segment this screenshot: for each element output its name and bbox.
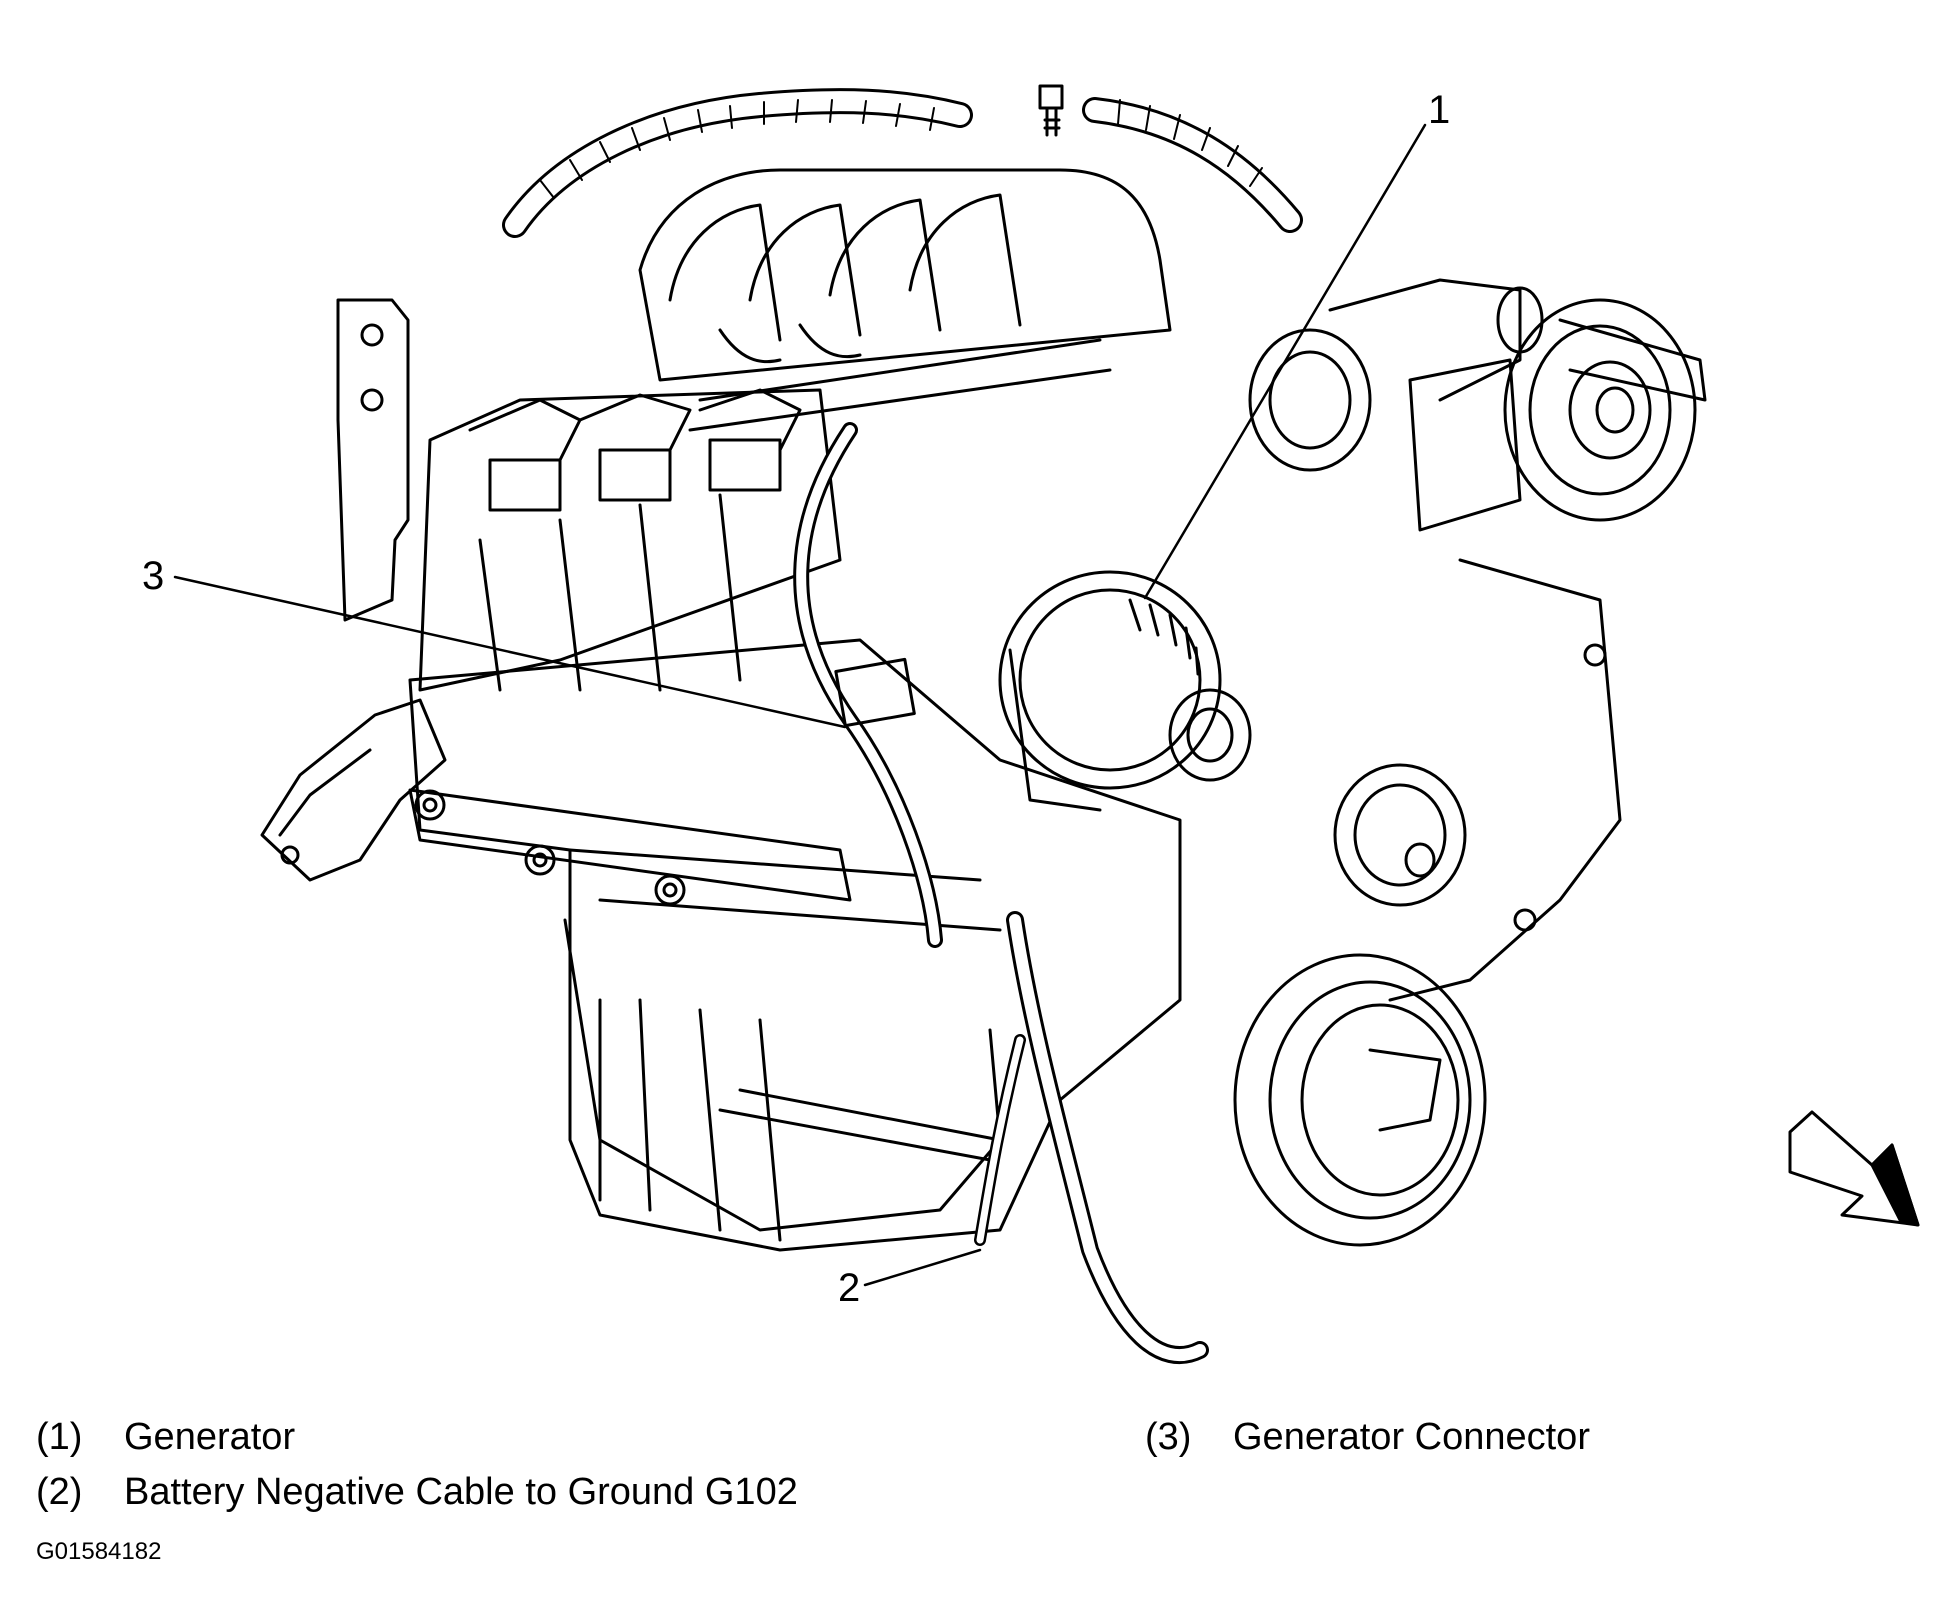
exhaust-manifold [408,788,852,906]
battery-negative-cable [974,911,1209,1364]
legend-item-1: (1) Generator [36,1415,295,1459]
front-cover [1388,558,1622,1002]
left-cylinder-head [418,388,842,692]
legend-label-3: Generator Connector [1233,1416,1590,1458]
legend-num-3: (3) [1145,1416,1192,1458]
legend-num-2: (2) [36,1471,83,1513]
legend-num-1: (1) [36,1416,83,1458]
legend-label-2: Battery Negative Cable to Ground G102 [124,1471,798,1513]
crankshaft-pulley [1233,953,1487,1247]
throttle-body [1248,278,1707,472]
legend-item-2: (2) Battery Negative Cable to Ground G102 [36,1470,798,1514]
top-wiring-harness [502,88,1303,238]
left-bracket [336,298,410,622]
oil-pan [563,918,1002,1232]
front-arrow-icon [1788,1110,1920,1227]
callout-2: 2 [838,1266,861,1310]
intake-manifold [638,168,1172,432]
figure-id: G01584182 [36,1538,162,1565]
top-bolt [1038,84,1064,137]
callout-3: 3 [142,554,165,598]
exhaust-flange [260,698,447,882]
legend-label-1: Generator [124,1416,296,1458]
legend-item-3: (3) Generator Connector [1145,1415,1590,1459]
ac-compressor [1408,298,1697,532]
generator-harness [793,422,943,948]
callout-1: 1 [1428,88,1451,132]
idler-pulley [1333,763,1467,907]
leader-lines [173,123,1427,1287]
generator [998,570,1252,812]
